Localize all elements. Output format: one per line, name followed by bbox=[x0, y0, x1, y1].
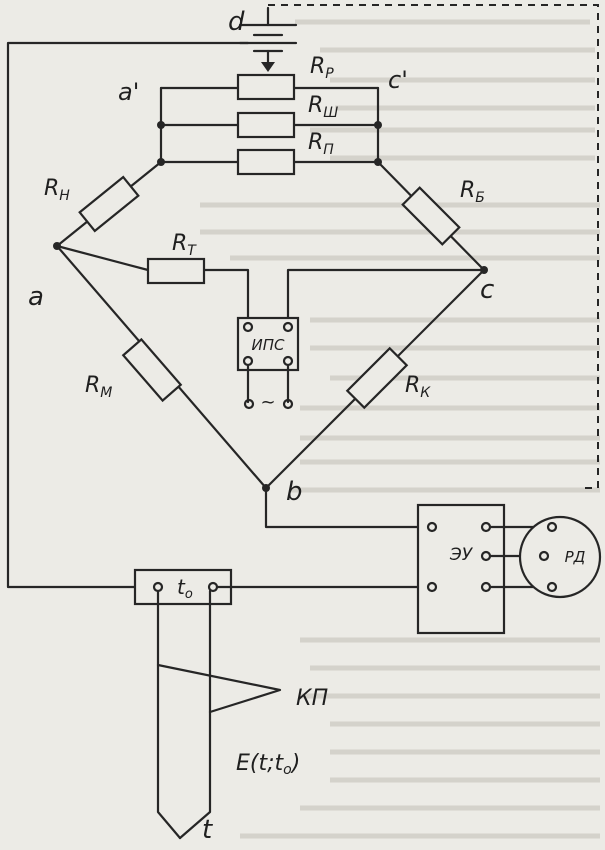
label-rt: RТ bbox=[172, 231, 197, 259]
node-b-dot bbox=[262, 484, 270, 492]
background-text bbox=[200, 19, 600, 839]
thermocouple bbox=[156, 589, 282, 840]
label-rp: RP bbox=[310, 54, 334, 82]
label-c-prime: c' bbox=[388, 66, 408, 94]
ips-terminals bbox=[242, 321, 294, 410]
rd-motor-circle bbox=[518, 515, 602, 599]
node-c-dot bbox=[480, 266, 488, 274]
resistor-rm bbox=[121, 337, 183, 403]
label-kp: КП bbox=[296, 686, 328, 711]
label-t: t bbox=[202, 815, 213, 845]
resistor-rh bbox=[78, 175, 140, 233]
resistor-rn-top bbox=[236, 148, 296, 176]
label-ips: ИПС bbox=[252, 336, 286, 354]
label-e-formula: E(t;to) bbox=[236, 751, 300, 778]
resistor-rsh bbox=[236, 111, 296, 139]
ips-box bbox=[236, 316, 300, 372]
label-a: a bbox=[28, 282, 44, 312]
label-ac: ~ bbox=[260, 392, 275, 413]
junction-dot bbox=[374, 121, 382, 129]
label-rh: RН bbox=[44, 176, 70, 204]
label-eu: ЭУ bbox=[449, 545, 474, 565]
label-rk: RК bbox=[405, 373, 431, 401]
label-t0: to bbox=[177, 575, 193, 602]
label-rsh: RШ bbox=[308, 93, 338, 121]
label-rn-top: RП bbox=[308, 130, 334, 158]
resistor-rp bbox=[236, 73, 296, 101]
label-rd: РД bbox=[565, 548, 586, 566]
b-to-eu-wire bbox=[264, 486, 420, 529]
resistor-rt bbox=[146, 257, 206, 285]
label-d: d bbox=[228, 7, 245, 37]
rd-terminals bbox=[538, 521, 558, 593]
label-rb: RБ bbox=[460, 178, 485, 206]
label-c: c bbox=[480, 275, 494, 305]
battery-symbol bbox=[238, 23, 298, 53]
label-b: b bbox=[286, 477, 303, 507]
resistor-rb bbox=[401, 186, 461, 246]
node-a-dot bbox=[53, 242, 61, 250]
outer-wires bbox=[6, 4, 599, 589]
junction-dot bbox=[157, 121, 165, 129]
rheostat-slider-arrow bbox=[261, 49, 275, 72]
t0-box bbox=[133, 568, 233, 606]
rt-wires bbox=[55, 244, 486, 324]
label-a-prime: a' bbox=[118, 78, 139, 106]
label-rm: RМ bbox=[85, 373, 112, 401]
resistor-rk bbox=[345, 346, 409, 410]
